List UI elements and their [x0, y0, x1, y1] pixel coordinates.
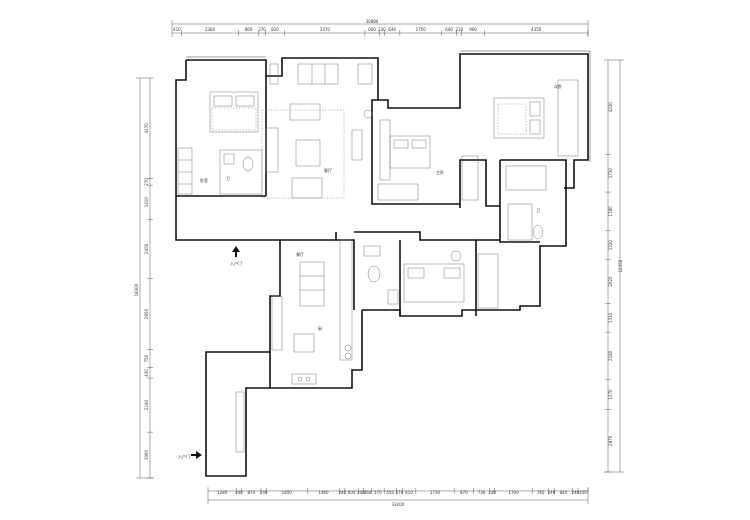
dim-segment-label: 1320 [608, 240, 613, 251]
bathroom-left [219, 149, 263, 195]
dim-segment-label: 270 [258, 27, 266, 32]
entrance-top: 入户门 [230, 246, 242, 266]
dim-segment-label: 240 [338, 490, 346, 495]
dim-segment-label: 1750 [416, 27, 427, 32]
dim-segment-label: 1780 [608, 206, 613, 217]
dim-segment-label: 240 [260, 490, 268, 495]
dim-segment-label: 1460 [318, 490, 329, 495]
dim-segment-label: 450 [579, 490, 587, 495]
entrance-label-top: 入户门 [230, 260, 242, 266]
dim-segment-label: 3370 [320, 27, 331, 32]
arrow-up-icon [232, 246, 240, 257]
bathroom-right [505, 165, 547, 191]
outer-walls [175, 50, 591, 477]
dim-segment-label: 4330 [608, 102, 613, 113]
dim-segment-label: 600 [368, 27, 376, 32]
kitchen-counter [271, 295, 283, 351]
dim-segment-label: 960 [469, 27, 477, 32]
dim-segment-label: 4350 [531, 27, 542, 32]
top-total-dim: 30880 [366, 19, 379, 24]
dim-segment-label: 870 [460, 490, 468, 495]
entrance-label-bottom: 入户门 [178, 453, 190, 459]
left-total-dim: 18300 [134, 283, 139, 296]
dim-segment-label: 1310 [608, 312, 613, 323]
furniture [177, 63, 579, 453]
dim-segment-label: 430 [144, 369, 149, 377]
dim-segment-label: 230 [488, 490, 496, 495]
room-label-living: 客厅 [324, 167, 332, 173]
dim-segment-label: 840 [560, 490, 568, 495]
dim-segment-label: 870 [247, 490, 255, 495]
dim-segment-label: 1410 [144, 197, 149, 208]
dim-segment-label: 230 [378, 27, 386, 32]
dim-segment-label: 750 [144, 354, 149, 362]
room-label-bath-2: 卫 [536, 208, 540, 213]
dim-segment-label: 360 [364, 490, 372, 495]
dining-table-lower [299, 261, 325, 307]
left-dimension-bar: 18300 4170 270 1410 2450 2950 750 430 2240 1900 [134, 77, 154, 479]
dim-segment-label: 240 [572, 490, 580, 495]
dim-segment-label: 740 [537, 490, 545, 495]
bed-middle [389, 135, 431, 169]
bottom-total-dim: 33200 [392, 502, 405, 507]
dim-segment-label: 640 [445, 27, 453, 32]
dining-table-top [297, 63, 339, 85]
dim-segment-label: 600 [348, 490, 356, 495]
dim-segment-label: 2240 [144, 400, 149, 411]
room-label-dining: 餐厅 [296, 251, 304, 257]
room-label-kitchen: 厨 [318, 325, 322, 331]
right-dimension-bar: 12150 4330 1730 1780 1320 2020 1310 2180 1370 28… [604, 59, 624, 473]
dim-segment-label: 2870 [608, 435, 613, 446]
dim-segment-label: 240 [357, 490, 365, 495]
dim-segment-label: 860 [245, 27, 253, 32]
room-label-bedroom: 卧室 [200, 177, 208, 183]
dim-segment-label: 240 [548, 490, 556, 495]
room-label-second: 次卧 [554, 83, 562, 89]
dim-segment-label: 210 [455, 27, 463, 32]
dim-segment-label: 270 [396, 490, 404, 495]
entrance-bottom: 入户门 [178, 451, 202, 459]
dim-segment-label: 820 [271, 27, 279, 32]
bed-left [209, 91, 259, 133]
dim-segment-label: 1730 [608, 168, 613, 179]
dim-segment-label: 270 [144, 178, 149, 186]
wardrobe-left [177, 147, 193, 195]
dim-segment-label: 730 [478, 490, 486, 495]
dim-segment-label: 640 [388, 27, 396, 32]
dim-segment-label: 1900 [144, 450, 149, 461]
dim-segment-label: 4170 [144, 123, 149, 134]
bed-right [493, 97, 545, 139]
dim-segment-label: 2450 [144, 243, 149, 254]
bed-lower [403, 263, 465, 303]
dim-segment-label: 1370 [608, 389, 613, 400]
dim-segment-label: 2020 [608, 276, 613, 287]
dim-segment-label: 1850 [282, 490, 293, 495]
dim-segment-label: 1280 [217, 490, 228, 495]
dim-segment-label: 1700 [508, 490, 519, 495]
right-total-dim: 12150 [618, 259, 623, 272]
dim-segment-label: 2380 [205, 27, 216, 32]
dim-segment-label: 2180 [608, 350, 613, 361]
dim-segment-label: 550 [386, 490, 394, 495]
coffee-table [295, 139, 321, 167]
dim-segment-label: 1730 [430, 490, 441, 495]
arrow-right-icon [191, 451, 202, 459]
dim-segment-label: 410 [173, 27, 181, 32]
dim-segment-label: 2950 [144, 308, 149, 319]
room-labels: 主卧 卧室 客厅 次卧 卫 卫 厨 餐厅 [200, 83, 562, 331]
room-label-master: 主卧 [436, 169, 444, 175]
tv-console [291, 177, 323, 199]
sofa [265, 127, 279, 173]
dim-segment-label: 570 [374, 490, 382, 495]
room-label-bath-1: 卫 [226, 176, 230, 181]
dim-segment-label: 240 [235, 490, 243, 495]
dim-segment-label: 610 [405, 490, 413, 495]
